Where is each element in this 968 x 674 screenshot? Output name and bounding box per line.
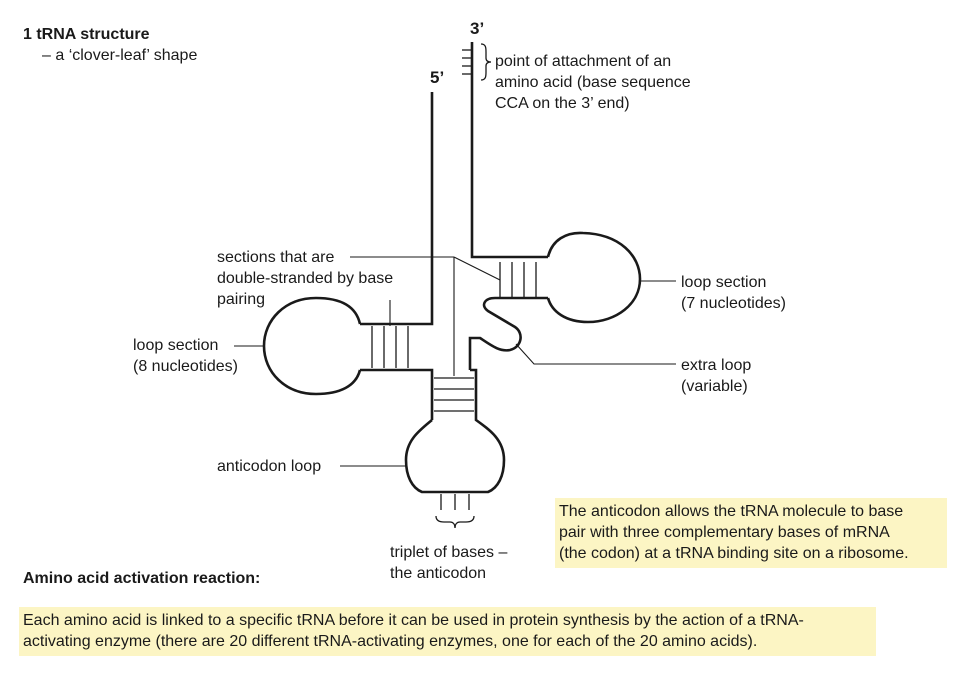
double-stranded-label-line-1: sections that are (217, 249, 335, 266)
extra-loop-label-line-2: (variable) (681, 378, 748, 395)
double-stranded-label-line-3: pairing (217, 291, 266, 308)
activation-heading: Amino acid activation reaction: (23, 570, 261, 587)
anticodon-note: The anticodon allows the tRNA molecule t… (555, 498, 947, 568)
five-prime-label: 5’ (430, 68, 445, 87)
attachment-brace (480, 43, 492, 81)
left-stem-pairs (371, 326, 409, 368)
loop7-label-line-2: (7 nucleotides) (681, 295, 786, 312)
double-stranded-label-line-2: double-stranded by base (217, 270, 394, 287)
anticodon-note-line-1: The anticodon allows the tRNA molecule t… (559, 503, 904, 520)
anticodon-stem-pairs (434, 377, 474, 412)
left-stem-lower (360, 368, 434, 420)
anticodon-note-line-2: pair with three complementary bases of m… (559, 524, 890, 541)
three-prime-label: 3’ (470, 19, 485, 38)
anticodon-triplet-ticks (440, 494, 470, 510)
activation-text-line-1: Each amino acid is linked to a specific … (23, 612, 804, 629)
triplet-brace (435, 515, 475, 529)
activation-text: Each amino acid is linked to a specific … (19, 607, 876, 656)
left-loop (262, 296, 362, 396)
cca-end-ticks (462, 49, 472, 75)
loop8-label-line-1: loop section (133, 337, 219, 354)
strand-5-prime (360, 92, 434, 326)
activation-text-line-2: activating enzyme (there are 20 differen… (23, 633, 758, 650)
right-stem-pairs (499, 262, 537, 298)
right-loop (546, 231, 642, 324)
anticodon-loop (404, 368, 506, 494)
attachment-label-line-3: CCA on the 3’ end) (495, 95, 630, 112)
triplet-label-line-1: triplet of bases – (390, 544, 508, 561)
section-subtitle: – a ‘clover-leaf’ shape (42, 47, 198, 64)
anticodon-note-line-3: (the codon) at a tRNA binding site on a … (559, 545, 909, 562)
anticodon-loop-label: anticodon loop (217, 458, 322, 475)
attachment-label-line-1: point of attachment of an (495, 53, 672, 70)
attachment-label-line-2: amino acid (base sequence (495, 74, 691, 91)
triplet-label-line-2: the anticodon (390, 565, 487, 582)
loop7-label-line-1: loop section (681, 274, 767, 291)
loop8-label-line-2: (8 nucleotides) (133, 358, 238, 375)
right-stem-lower (468, 296, 548, 370)
section-title: 1 tRNA structure (23, 26, 150, 43)
extra-loop-label-line-1: extra loop (681, 357, 752, 374)
leader-lines (234, 256, 676, 467)
right-stem-outline (470, 42, 548, 259)
